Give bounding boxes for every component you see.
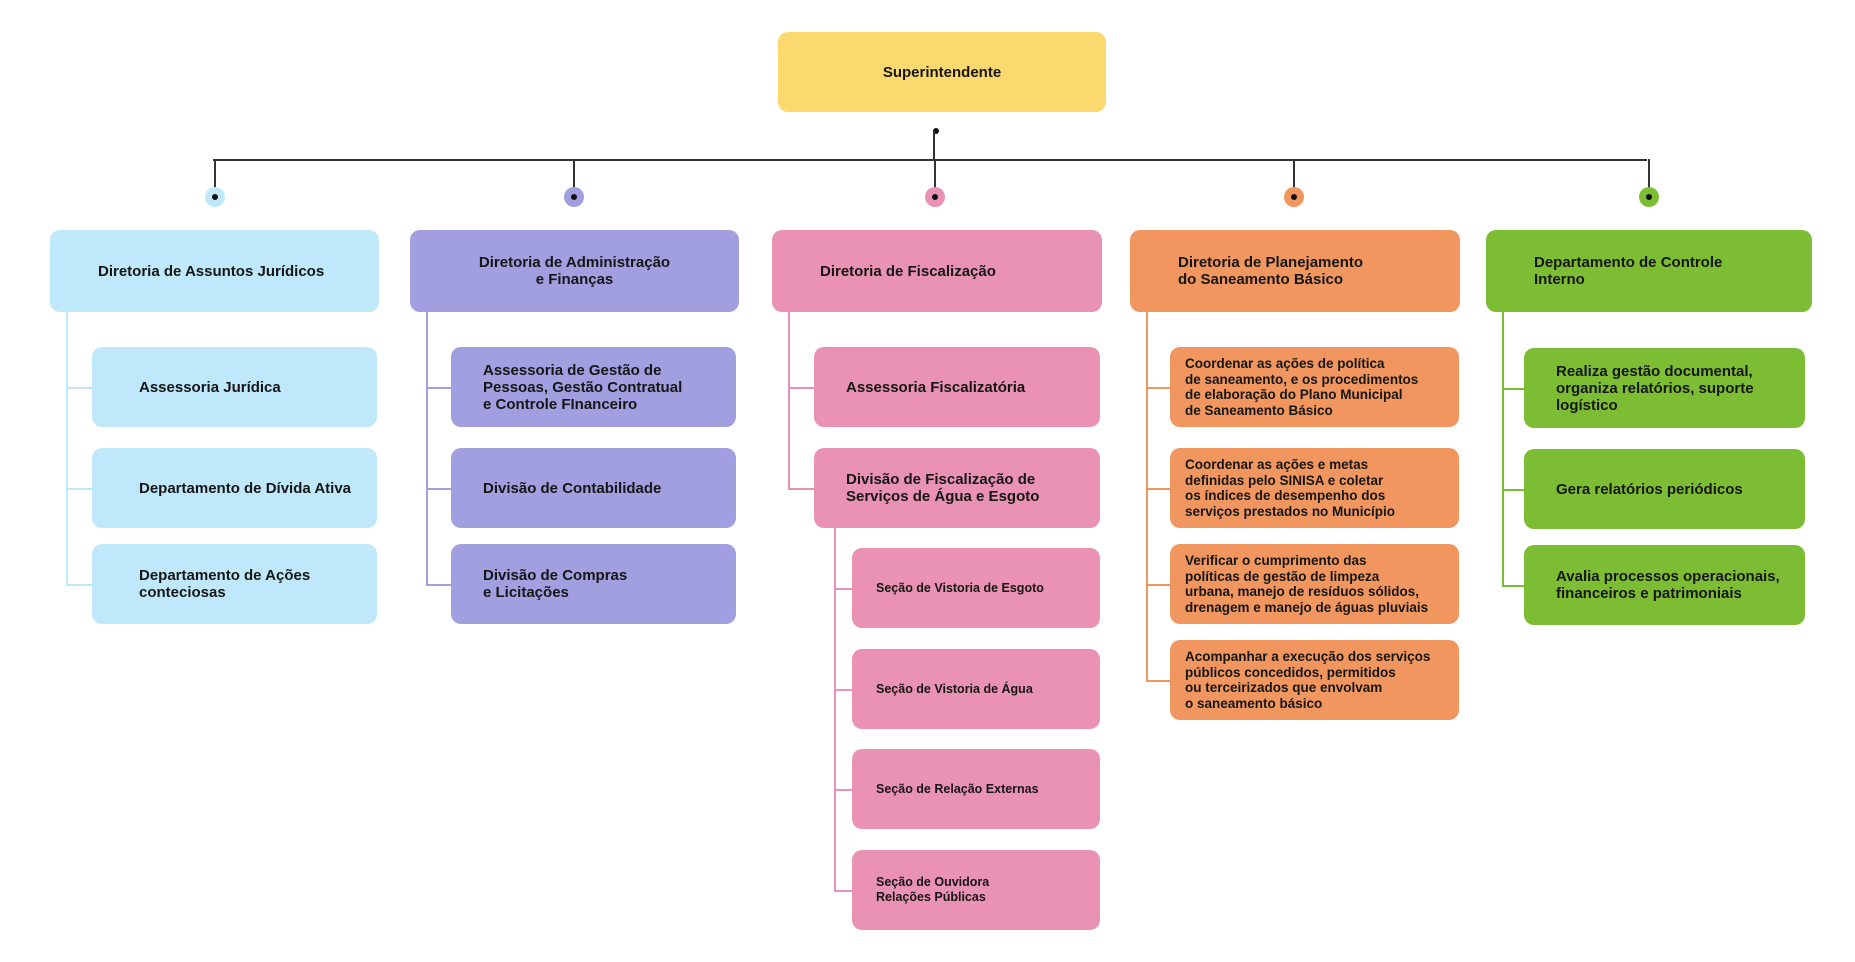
planejamento-branch-1 [1146,488,1170,490]
fiscalizacao-section-0: Seção de Vistoria de Esgoto [852,548,1100,628]
controle-branch-0 [1502,388,1524,390]
fiscalizacao-section-3-label: Seção de Ouvidora Relações Públicas [876,875,990,904]
juridicos-header: Diretoria de Assuntos Jurídicos [50,230,379,312]
controle-child-0-label: Realiza gestão documental, organiza rela… [1556,362,1754,414]
fiscalizacao-section-1-label: Seção de Vistoria de Água [876,681,1033,696]
administracao-node-icon [564,187,584,207]
planejamento-child-2: Verificar o cumprimento das políticas de… [1170,544,1459,624]
superintendent-box: Superintendente [778,32,1106,112]
controle-rail [1502,312,1504,585]
juridicos-branch-2 [66,584,92,586]
fiscalizacao-section-2-label: Seção de Relação Externas [876,781,1039,796]
administracao-child-2-label: Divisão de Compras e Licitações [483,567,628,601]
fiscalizacao-branch-1 [788,488,814,490]
planejamento-child-3-label: Acompanhar a execução dos serviços públi… [1185,649,1431,711]
controle-header: Departamento de Controle Interno [1486,230,1812,312]
planejamento-branch-2 [1146,584,1170,586]
fiscalizacao-section-2: Seção de Relação Externas [852,749,1100,829]
fiscalizacao-child-1-label: Divisão de Fiscalização de Serviços de Á… [846,471,1040,505]
fiscalizacao-section-branch-0 [834,588,852,590]
administracao-child-2: Divisão de Compras e Licitações [451,544,736,624]
fiscalizacao-header: Diretoria de Fiscalização [772,230,1102,312]
fiscalizacao-section-3: Seção de Ouvidora Relações Públicas [852,850,1100,930]
controle-node-icon [1639,187,1659,207]
juridicos-node-icon [205,187,225,207]
administracao-header: Diretoria de Administração e Finanças [410,230,739,312]
fiscalizacao-section-branch-1 [834,689,852,691]
fiscalizacao-header-label: Diretoria de Fiscalização [820,262,996,280]
juridicos-branch-1 [66,488,92,490]
planejamento-drop-line [1293,159,1295,197]
planejamento-branch-3 [1146,680,1170,682]
juridicos-child-0-label: Assessoria Jurídica [139,378,281,396]
juridicos-child-1: Departamento de Dívida Ativa [92,448,377,528]
planejamento-child-3: Acompanhar a execução dos serviços públi… [1170,640,1459,720]
superintendent-box-label: Superintendente [882,63,1002,81]
administracao-rail [426,312,428,584]
controle-branch-2 [1502,585,1524,587]
controle-child-1-label: Gera relatórios periódicos [1556,480,1743,498]
administracao-branch-2 [426,584,451,586]
superintendent-stem [933,131,935,160]
controle-child-2: Avalia processos operacionais, financeir… [1524,545,1805,625]
controle-header-label: Departamento de Controle Interno [1534,254,1723,288]
controle-drop-line [1648,159,1650,197]
fiscalizacao-section-rail [834,528,836,890]
fiscalizacao-child-0: Assessoria Fiscalizatória [814,347,1100,427]
planejamento-child-1-label: Coordenar as ações e metas definidas pel… [1185,457,1396,519]
fiscalizacao-node-icon [925,187,945,207]
fiscalizacao-branch-0 [788,387,814,389]
fiscalizacao-child-0-label: Assessoria Fiscalizatória [846,378,1026,396]
administracao-child-0-label: Assessoria de Gestão de Pessoas, Gestão … [483,361,683,413]
planejamento-rail [1146,312,1148,680]
administracao-child-0: Assessoria de Gestão de Pessoas, Gestão … [451,347,736,427]
juridicos-drop-line [214,159,216,197]
juridicos-child-0: Assessoria Jurídica [92,347,377,427]
planejamento-child-0: Coordenar as ações de política de saneam… [1170,347,1459,427]
fiscalizacao-section-branch-2 [834,789,852,791]
fiscalizacao-drop-line [934,159,936,197]
controle-child-2-label: Avalia processos operacionais, financeir… [1556,568,1780,602]
juridicos-child-1-label: Departamento de Dívida Ativa [139,479,351,497]
administracao-branch-0 [426,387,451,389]
juridicos-branch-0 [66,387,92,389]
administracao-branch-1 [426,488,451,490]
fiscalizacao-section-1: Seção de Vistoria de Água [852,649,1100,729]
planejamento-child-1: Coordenar as ações e metas definidas pel… [1170,448,1459,528]
planejamento-child-0-label: Coordenar as ações de política de saneam… [1185,356,1419,418]
fiscalizacao-child-1: Divisão de Fiscalização de Serviços de Á… [814,448,1100,528]
planejamento-branch-0 [1146,387,1170,389]
planejamento-child-2-label: Verificar o cumprimento das políticas de… [1185,553,1429,615]
juridicos-rail [66,312,68,584]
top-bus-line [213,159,1647,161]
controle-branch-1 [1502,489,1524,491]
administracao-drop-line [573,159,575,197]
administracao-child-1: Divisão de Contabilidade [451,448,736,528]
fiscalizacao-rail [788,312,790,488]
superintendent-connector-dot [933,128,939,134]
controle-child-0: Realiza gestão documental, organiza rela… [1524,348,1805,428]
planejamento-node-icon [1284,187,1304,207]
juridicos-child-2: Departamento de Ações conteciosas [92,544,377,624]
planejamento-header: Diretoria de Planejamento do Saneamento … [1130,230,1460,312]
administracao-child-1-label: Divisão de Contabilidade [483,479,662,497]
juridicos-child-2-label: Departamento de Ações conteciosas [139,567,311,601]
fiscalizacao-section-0-label: Seção de Vistoria de Esgoto [876,580,1044,595]
planejamento-header-label: Diretoria de Planejamento do Saneamento … [1178,254,1364,288]
administracao-header-label: Diretoria de Administração e Finanças [478,254,671,288]
controle-child-1: Gera relatórios periódicos [1524,449,1805,529]
juridicos-header-label: Diretoria de Assuntos Jurídicos [98,262,325,280]
fiscalizacao-section-branch-3 [834,890,852,892]
